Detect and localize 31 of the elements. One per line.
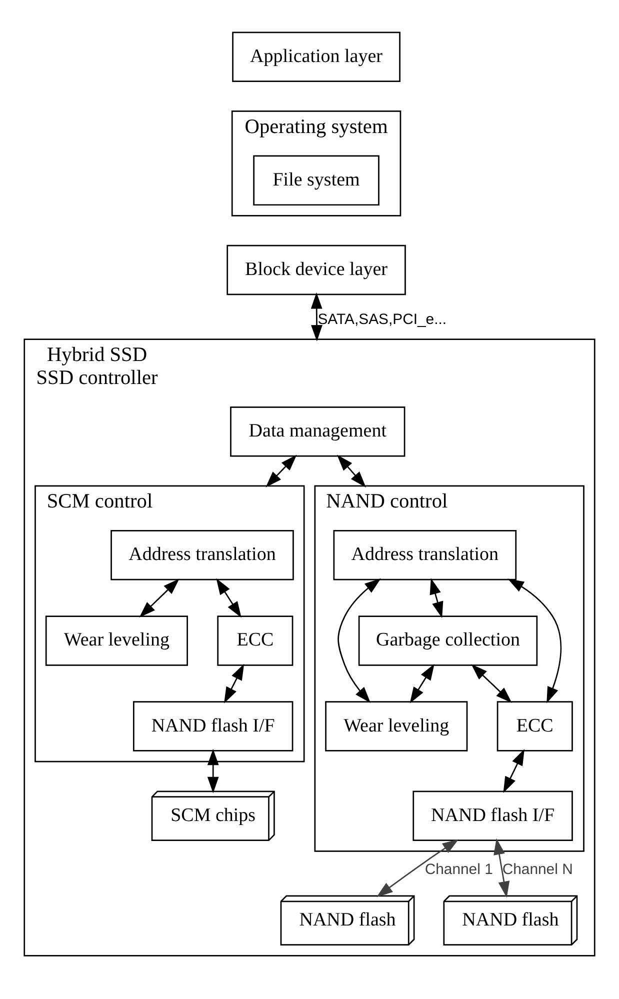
arrow [336,454,366,488]
node-box: NAND flash I/F [132,701,294,752]
node-box: ECC [496,701,573,752]
node-box: NAND flash I/F [412,790,573,841]
edge-label: Channel N [502,860,573,878]
edge-label: Channel 1 [424,860,493,878]
arrow [430,578,444,618]
arrow [216,578,242,618]
arrow [207,748,219,794]
arrow [508,578,562,704]
node-box: File system [253,155,380,206]
node-box: Wear leveling [45,616,188,666]
arrow [338,578,381,703]
node-box: Address translation [333,530,517,580]
node-box: ECC [217,616,294,666]
node-box: Garbage collection [358,616,538,666]
arrow [376,839,459,898]
arrow [410,664,434,704]
arrow [224,664,244,704]
edge-label: SATA,SAS,PCI_e... [318,311,447,328]
arrow [310,292,322,342]
arrow [503,749,524,793]
node-box: Block device layer [226,244,406,296]
node-box: Wear leveling [325,701,468,752]
node-box: Address translation [110,530,294,580]
node-box: Application layer [232,32,400,82]
arrow [471,664,512,704]
arrow [139,578,180,618]
arrow [494,838,510,898]
node-box: Data management [230,406,406,457]
arrow [266,454,297,488]
